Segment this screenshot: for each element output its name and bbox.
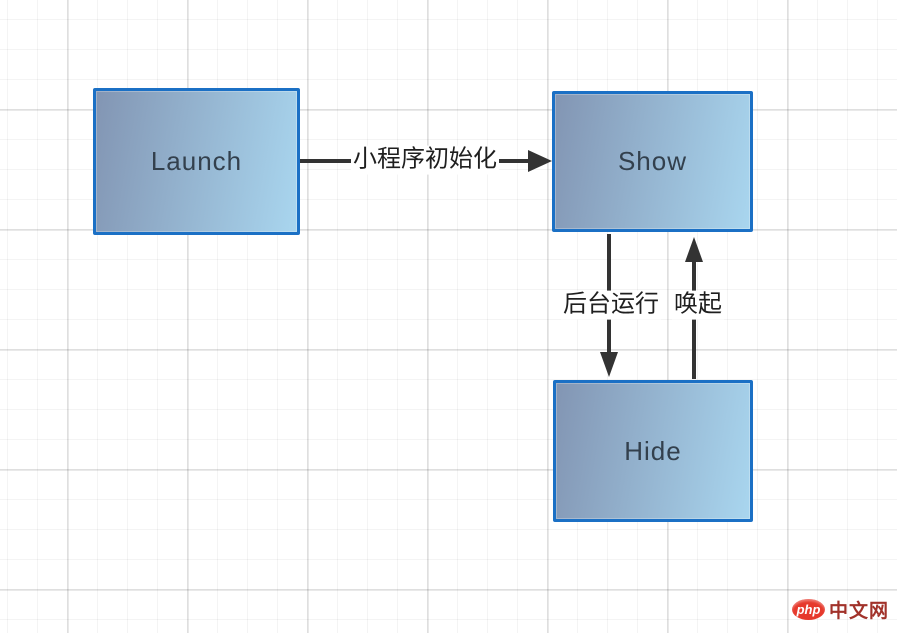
watermark: php 中文网 <box>791 596 889 623</box>
edge-label-wake-up: 唤起 <box>672 290 724 320</box>
edge-label-init: 小程序初始化 <box>351 145 499 175</box>
edge-label-background-run: 后台运行 <box>561 290 661 320</box>
node-show-label: Show <box>617 146 688 176</box>
edge-hide-show-arrowhead-icon <box>685 237 703 262</box>
node-hide-label: Hide <box>624 435 682 466</box>
node-hide: Hide <box>553 380 753 522</box>
node-launch: Launch <box>93 88 300 235</box>
edge-launch-show-arrowhead-icon <box>528 150 552 172</box>
php-logo-icon: php <box>791 599 825 620</box>
watermark-text: 中文网 <box>828 601 889 622</box>
node-show: Show <box>552 91 753 232</box>
edge-show-hide-arrowhead-icon <box>600 352 618 377</box>
node-launch-label: Launch <box>150 146 243 176</box>
